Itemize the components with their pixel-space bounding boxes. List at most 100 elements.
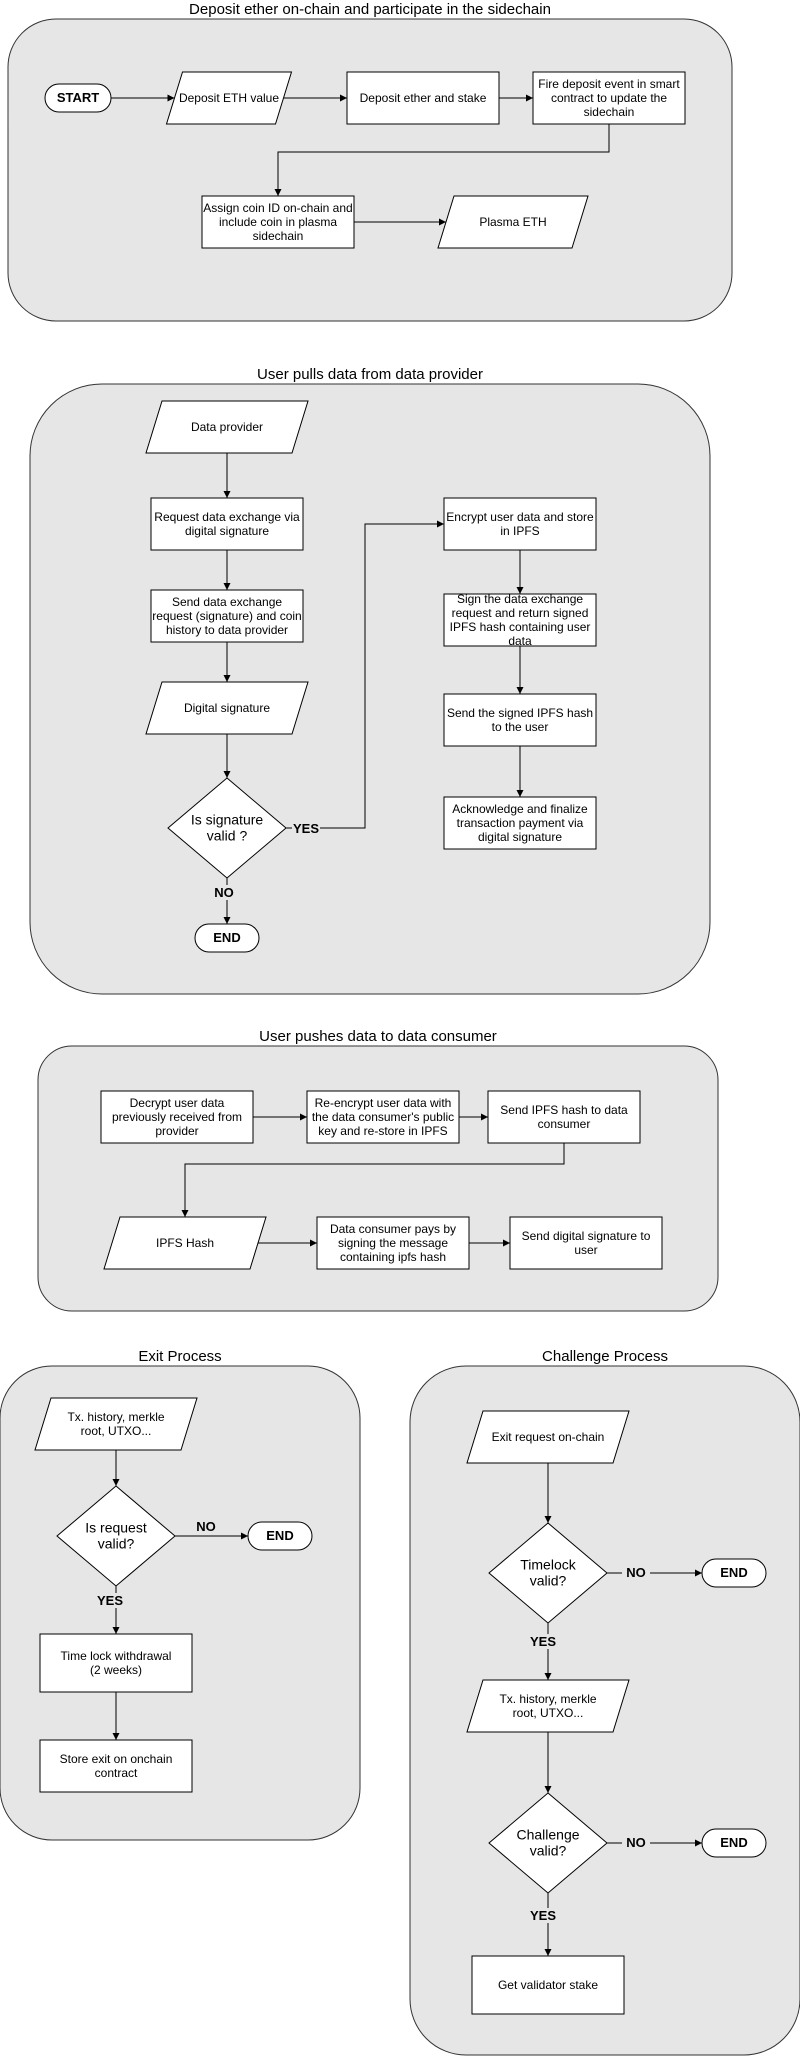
node-label: valid? <box>530 1572 567 1588</box>
terminal-pill <box>701 1558 767 1588</box>
node-deposit-eth-value: Deposit ETH value <box>165 71 293 125</box>
data-parallelogram <box>466 1410 630 1464</box>
edge-request-valid-to-end-exit: NO <box>175 1519 248 1540</box>
edge-label: YES <box>293 821 319 836</box>
node-label: request and return signed <box>452 606 589 620</box>
process-box <box>201 195 355 249</box>
node-label: the data consumer's public <box>312 1110 454 1124</box>
node-label: transaction payment via <box>457 816 584 830</box>
node-label: Request data exchange via <box>154 510 300 524</box>
data-parallelogram <box>103 1216 267 1270</box>
node-label: Send IPFS hash to data <box>500 1103 628 1117</box>
node-label: Data consumer pays by <box>330 1222 456 1236</box>
node-label: Re-encrypt user data with <box>315 1096 452 1110</box>
node-label: END <box>720 1835 747 1850</box>
node-label: Plasma ETH <box>479 215 546 229</box>
node-label: signing the message <box>338 1236 448 1250</box>
node-label: consumer <box>538 1117 591 1131</box>
process-box <box>100 1090 254 1144</box>
decision-diamond <box>488 1792 608 1894</box>
node-label: valid ? <box>207 827 248 843</box>
node-digital-signature: Digital signature <box>145 681 309 735</box>
node-label: END <box>266 1528 293 1543</box>
edge-label-background <box>210 885 238 900</box>
decision-diamond <box>167 777 287 879</box>
node-time-lock: Time lock withdrawal(2 weeks) <box>39 1633 193 1693</box>
node-label: Sign the data exchange <box>457 592 583 606</box>
connector-arrow <box>181 1143 565 1217</box>
section-title: User pulls data from data provider <box>257 366 483 383</box>
edge-fire-event-to-assign-coin <box>274 124 610 196</box>
node-label: valid? <box>530 1842 567 1858</box>
data-parallelogram <box>437 195 589 249</box>
edge-challenge-valid-to-end-challenge: NO <box>607 1835 702 1850</box>
node-label: previously received from <box>112 1110 242 1124</box>
node-end-challenge: END <box>701 1828 767 1858</box>
edge-label-background <box>622 1565 650 1580</box>
node-label: Deposit ether and stake <box>360 91 487 105</box>
data-parallelogram <box>145 400 309 454</box>
process-box <box>509 1216 663 1270</box>
node-label: Timelock <box>520 1556 576 1572</box>
edge-label: NO <box>626 1835 646 1850</box>
node-label: containing ipfs hash <box>340 1250 446 1264</box>
connector-arrow <box>274 124 610 196</box>
node-label: Acknowledge and finalize <box>452 802 588 816</box>
node-label: Encrypt user data and store <box>446 510 594 524</box>
edge-label: NO <box>196 1519 216 1534</box>
node-label: Send the signed IPFS hash <box>447 706 593 720</box>
node-validator-stake: Get validator stake <box>471 1955 625 2015</box>
edge-label-background <box>192 1519 220 1534</box>
process-box <box>39 1739 193 1793</box>
section-exit: Exit Process <box>0 1348 361 1841</box>
node-label: Tx. history, merkle <box>499 1692 596 1706</box>
terminal-pill <box>247 1521 313 1551</box>
edge-label: NO <box>626 1565 646 1580</box>
node-label: (2 weeks) <box>90 1663 142 1677</box>
node-label: in IPFS <box>500 524 539 538</box>
node-label: contract <box>95 1766 138 1780</box>
node-label: START <box>57 90 99 105</box>
process-box <box>306 1090 460 1144</box>
node-label: sidechain <box>584 105 635 119</box>
data-parallelogram <box>165 71 293 125</box>
edge-label-background <box>529 1908 557 1923</box>
node-label: contract to update the <box>551 91 667 105</box>
edge-label: NO <box>214 885 234 900</box>
section-deposit: Deposit ether on-chain and participate i… <box>7 1 733 322</box>
edge-timelock-valid-to-end-timelock: NO <box>607 1565 702 1580</box>
node-label: user <box>574 1243 597 1257</box>
terminal-pill <box>194 923 260 953</box>
node-label: valid? <box>98 1535 135 1551</box>
node-label: Get validator stake <box>498 1978 598 1992</box>
edge-send-ipfs-hash-to-ipfs-hash <box>181 1143 565 1217</box>
node-label: to the user <box>492 720 549 734</box>
edge-challenge-valid-to-validator-stake: YES <box>529 1893 557 1956</box>
process-box <box>443 497 597 551</box>
node-end-pull: END <box>194 923 260 953</box>
node-label: END <box>720 1565 747 1580</box>
process-box <box>443 796 597 850</box>
node-label: IPFS hash containing user <box>450 620 591 634</box>
process-box <box>39 1633 193 1693</box>
edge-label: YES <box>530 1634 556 1649</box>
node-label: Time lock withdrawal <box>61 1649 172 1663</box>
node-label: Deposit ETH value <box>179 91 279 105</box>
node-data-provider: Data provider <box>145 400 309 454</box>
data-parallelogram <box>34 1397 198 1451</box>
node-label: Send digital signature to <box>522 1229 651 1243</box>
